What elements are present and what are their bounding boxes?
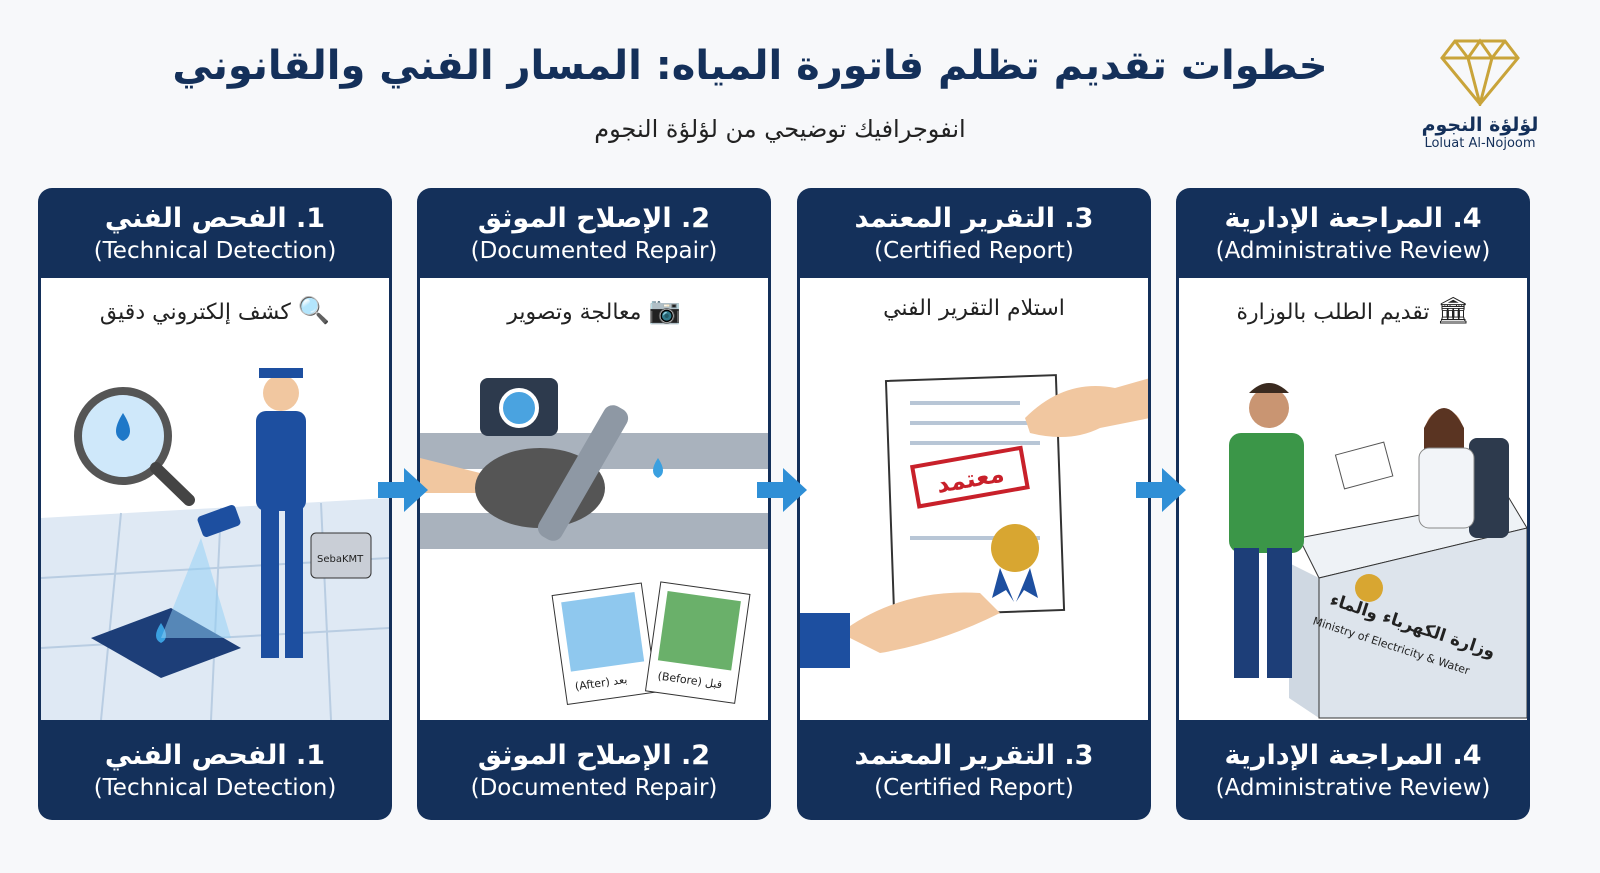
camera-icon: 📷 — [648, 296, 681, 326]
footer-title-en: (Documented Repair) — [470, 774, 718, 801]
step-title-en: (Documented Repair) — [470, 237, 718, 264]
step-title-en: (Administrative Review) — [1215, 237, 1491, 264]
arrow-right-icon — [1136, 468, 1186, 512]
diamond-icon — [1440, 38, 1520, 110]
step-title-en: (Certified Report) — [874, 237, 1074, 264]
footer-title-en: (Administrative Review) — [1215, 774, 1491, 801]
step-illustration: (After) بعد (Before) قبل 📷 معالجة وتصوير — [420, 278, 768, 720]
caption-text: كشف إلكتروني دقيق — [99, 300, 291, 325]
step-footer: 1. الفحص الفني (Technical Detection) — [38, 720, 392, 820]
step-title-en: (Technical Detection) — [93, 237, 337, 264]
step-header: 4. المراجعة الإدارية (Administrative Revi… — [1176, 188, 1530, 278]
step-footer: 3. التقرير المعتمد (Certified Report) — [797, 720, 1151, 820]
step-caption: استلام التقرير الفني — [883, 296, 1065, 321]
logo: لؤلؤة النجوم Loluat Al-Nojoom — [1410, 36, 1550, 151]
step-caption: 🔍 كشف إلكتروني دقيق — [41, 296, 389, 326]
caption-text: معالجة وتصوير — [507, 300, 642, 325]
step-card-1: 1. الفحص الفني (Technical Detection) Seba… — [38, 188, 392, 820]
step-illustration: SebaKMT 🔍 كشف إلكتروني دقيق — [41, 278, 389, 720]
step-caption: 📷 معالجة وتصوير — [420, 296, 768, 326]
logo-name-en: Loluat Al-Nojoom — [1424, 136, 1536, 151]
footer-title-ar: 4. المراجعة الإدارية — [1224, 739, 1482, 771]
step-title-ar: 4. المراجعة الإدارية — [1224, 202, 1482, 234]
bank-icon: 🏛 — [1436, 296, 1470, 326]
step-footer: 2. الإصلاح الموثق (Documented Repair) — [417, 720, 771, 820]
step-header: 3. التقرير المعتمد (Certified Report) — [797, 188, 1151, 278]
arrow-right-icon — [378, 468, 428, 512]
step-header: 2. الإصلاح الموثق (Documented Repair) — [417, 188, 771, 278]
page-subtitle: انفوجرافيك توضيحي من لؤلؤة النجوم — [594, 115, 966, 143]
step-card-4: 4. المراجعة الإدارية (Administrative Revi… — [1176, 188, 1530, 820]
footer-title-ar: 3. التقرير المعتمد — [854, 739, 1094, 771]
step-illustration: معتمد استلام التقرير الفني — [800, 278, 1148, 720]
footer-title-en: (Certified Report) — [874, 774, 1074, 801]
device-label: SebaKMT — [317, 554, 364, 565]
step-illustration: وزارة الكهرباء والماء Ministry of Electr… — [1179, 278, 1527, 720]
page-title: خطوات تقديم تظلم فاتورة المياه: المسار ا… — [172, 43, 1328, 89]
step-header: 1. الفحص الفني (Technical Detection) — [38, 188, 392, 278]
step-card-3: 3. التقرير المعتمد (Certified Report) معت… — [797, 188, 1151, 820]
magnifier-icon: 🔍 — [297, 296, 331, 326]
footer-title-ar: 2. الإصلاح الموثق — [477, 739, 711, 771]
step-footer: 4. المراجعة الإدارية (Administrative Revi… — [1176, 720, 1530, 820]
step-title-ar: 1. الفحص الفني — [104, 202, 326, 234]
footer-title-ar: 1. الفحص الفني — [104, 739, 326, 771]
step-title-ar: 3. التقرير المعتمد — [854, 202, 1094, 234]
logo-name-ar: لؤلؤة النجوم — [1421, 114, 1539, 136]
step-card-2: 2. الإصلاح الموثق (Documented Repair) (Af… — [417, 188, 771, 820]
caption-text: تقديم الطلب بالوزارة — [1236, 300, 1430, 325]
step-title-ar: 2. الإصلاح الموثق — [477, 202, 711, 234]
arrow-right-icon — [757, 468, 807, 512]
step-caption: 🏛 تقديم الطلب بالوزارة — [1179, 296, 1527, 326]
footer-title-en: (Technical Detection) — [93, 774, 337, 801]
